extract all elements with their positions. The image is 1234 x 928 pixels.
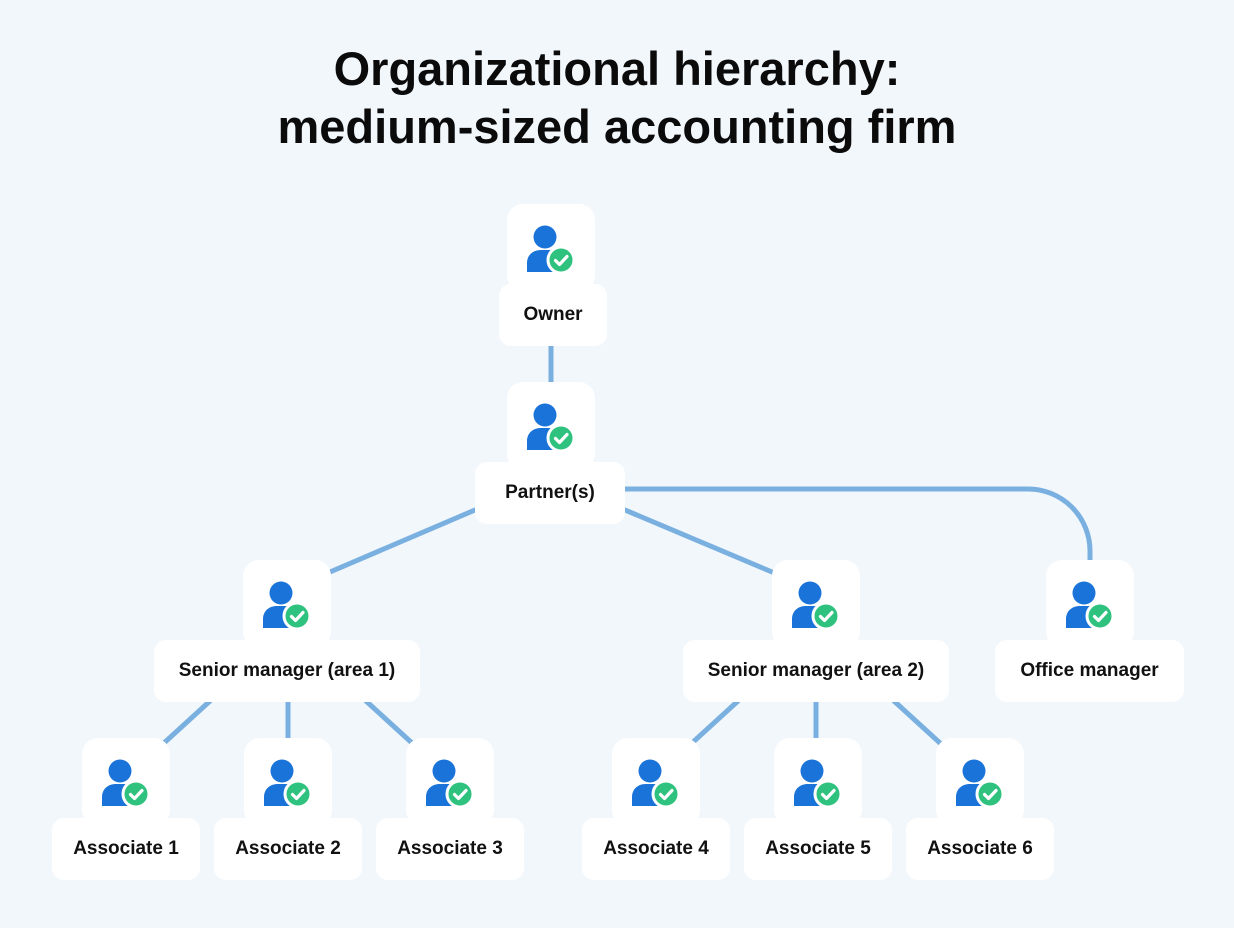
diagram-title: Organizational hierarchy: medium-sized a… (0, 40, 1234, 156)
associate-5-icon-card (778, 742, 858, 822)
owner-label: Owner (499, 284, 607, 346)
associate-2-icon-card (248, 742, 328, 822)
associate-1-label: Associate 1 (52, 818, 200, 880)
title-line-2: medium-sized accounting firm (277, 100, 957, 153)
senior-manager-1-label: Senior manager (area 1) (154, 640, 420, 702)
user-check-icon (632, 759, 680, 808)
senior-manager-2-label: Senior manager (area 2) (683, 640, 949, 702)
associate-6-icon-card (940, 742, 1020, 822)
partner-label: Partner(s) (475, 462, 625, 524)
office-manager-icon-card (1050, 564, 1130, 644)
user-check-icon (426, 759, 474, 808)
office-manager-label: Office manager (995, 640, 1184, 702)
associate-5-label: Associate 5 (744, 818, 892, 880)
senior-manager-1-icon-card (247, 564, 327, 644)
senior-manager-2-icon-card (776, 564, 856, 644)
associate-4-label: Associate 4 (582, 818, 730, 880)
edge-senior2-assoc4 (689, 698, 741, 746)
user-check-icon (794, 759, 842, 808)
user-check-icon (956, 759, 1004, 808)
associate-3-icon-card (410, 742, 490, 822)
title-line-1: Organizational hierarchy: (333, 42, 901, 95)
associate-4-icon-card (616, 742, 696, 822)
associate-3-label: Associate 3 (376, 818, 524, 880)
partner-icon-card (511, 386, 591, 466)
user-check-icon (102, 759, 150, 808)
user-check-icon (263, 581, 311, 630)
edge-senior2-assoc6 (891, 698, 943, 746)
edge-partner-senior2 (622, 507, 775, 575)
associate-6-label: Associate 6 (906, 818, 1054, 880)
edge-partner-senior1 (327, 507, 478, 575)
user-check-icon (792, 581, 840, 630)
associate-1-icon-card (86, 742, 166, 822)
edge-partner-office (622, 486, 1093, 565)
edge-senior1-assoc3 (363, 698, 415, 746)
edge-senior1-assoc1 (161, 698, 213, 746)
user-check-icon (527, 225, 575, 274)
user-check-icon (527, 403, 575, 452)
associate-2-label: Associate 2 (214, 818, 362, 880)
user-check-icon (1066, 581, 1114, 630)
user-check-icon (264, 759, 312, 808)
owner-icon-card (511, 208, 591, 288)
